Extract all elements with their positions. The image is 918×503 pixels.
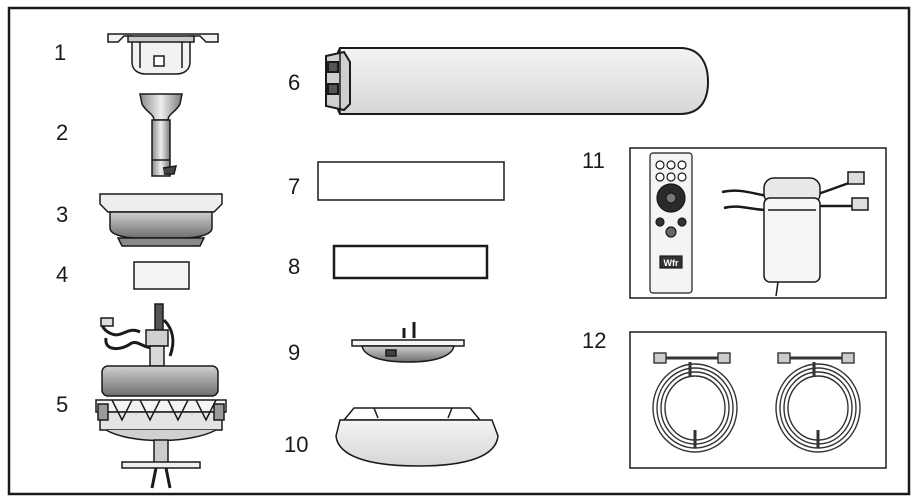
part-number-12: 12 bbox=[582, 328, 607, 353]
motor-assembly-icon bbox=[95, 303, 227, 489]
light-kit-cover-icon bbox=[335, 407, 499, 467]
canopy-icon bbox=[99, 193, 223, 247]
part-number-8: 8 bbox=[288, 254, 301, 279]
remote-control-icon: Wfr bbox=[649, 152, 693, 294]
remote-and-receiver-icon: Wfr bbox=[629, 147, 887, 299]
part-number-5: 5 bbox=[56, 392, 69, 417]
receiver-icon bbox=[721, 171, 869, 297]
part-number-9: 9 bbox=[288, 340, 301, 365]
blade-holder-8-icon bbox=[332, 244, 489, 280]
part-number-11: 11 bbox=[582, 148, 605, 173]
downrod-icon bbox=[139, 93, 183, 177]
part-number-7: 7 bbox=[288, 174, 301, 199]
part-number-1: 1 bbox=[54, 40, 67, 65]
extension-cable-icon bbox=[629, 331, 887, 469]
switch-housing-icon bbox=[351, 322, 465, 363]
part-number-4: 4 bbox=[56, 262, 69, 287]
remote-logo: Wfr bbox=[664, 258, 679, 268]
cable-coil-right bbox=[775, 352, 861, 453]
part-number-3: 3 bbox=[56, 202, 69, 227]
fan-blade-icon bbox=[325, 47, 710, 115]
blade-holder-7-icon bbox=[317, 161, 505, 201]
mounting-bracket-icon bbox=[107, 33, 219, 75]
cable-coil-left bbox=[652, 352, 738, 453]
part-number-2: 2 bbox=[56, 120, 69, 145]
part-number-6: 6 bbox=[288, 70, 301, 95]
coupling-cover-icon bbox=[133, 261, 190, 290]
part-number-10: 10 bbox=[284, 432, 309, 457]
